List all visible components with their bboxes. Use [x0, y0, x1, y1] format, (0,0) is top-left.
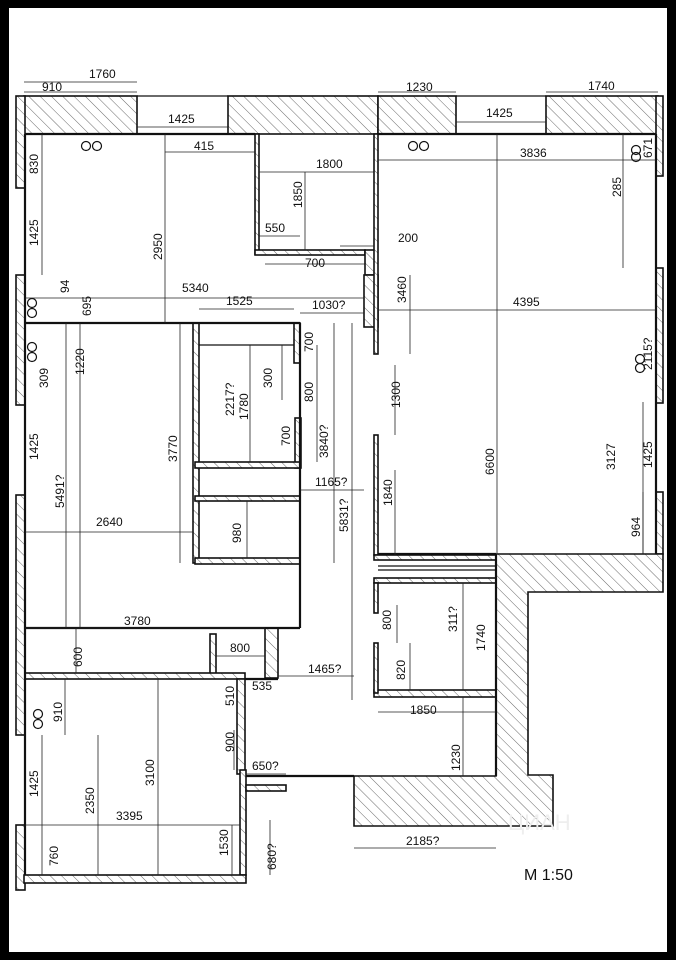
paper	[9, 8, 667, 952]
dim-label: 311?	[446, 606, 460, 632]
dim-label: 3127	[604, 443, 618, 470]
dimension-lines	[24, 81, 658, 875]
dim-label: 820	[394, 660, 408, 680]
dim-label: 1165?	[315, 475, 348, 489]
dim-label: 309	[37, 368, 51, 388]
dim-label: 2350	[83, 787, 97, 814]
dim-label: 900	[223, 732, 237, 752]
dim-label: 4395	[513, 295, 540, 309]
dim-label: 1030?	[312, 298, 346, 312]
dim-label: 910	[42, 80, 62, 94]
dim-label: 2950	[151, 233, 165, 260]
dim-label: 6600	[483, 448, 497, 475]
dim-label: 200	[398, 231, 418, 245]
dim-label: 3460	[395, 276, 409, 303]
dim-label: 1425	[27, 770, 41, 797]
outlet-icon	[26, 341, 38, 363]
dim-label: 3770	[166, 435, 180, 462]
outlet-icon	[407, 140, 430, 152]
dim-label: 1850	[291, 181, 305, 208]
dim-label: 695	[80, 296, 94, 316]
dim-label: 3780	[124, 614, 151, 628]
outlets	[26, 140, 646, 730]
dim-label: 650?	[252, 759, 279, 773]
dim-label: 415	[194, 139, 214, 153]
dim-label: 964	[629, 517, 643, 537]
dim-label: 1840	[381, 479, 395, 506]
dim-label: 700	[279, 426, 293, 446]
dim-label: 2640	[96, 515, 123, 529]
dim-label: 5340	[182, 281, 209, 295]
dim-label: 3100	[143, 759, 157, 786]
dim-label: 2185?	[406, 834, 440, 848]
dim-label: 1525	[226, 294, 253, 308]
dim-label: 1220	[73, 348, 87, 375]
dim-label: 2115?	[641, 337, 655, 370]
dim-label: 910	[51, 702, 65, 722]
dim-label: 600	[71, 647, 85, 667]
dim-label: 300	[261, 368, 275, 388]
dim-label: 94	[58, 279, 72, 293]
dim-label: 1740	[588, 79, 615, 93]
dim-label: 830	[27, 154, 41, 174]
dim-label: 1425	[641, 441, 655, 468]
dim-label: 800	[380, 610, 394, 630]
dim-label: 1425	[27, 433, 41, 460]
dim-label: 680?	[265, 843, 279, 870]
dim-label: 1530	[217, 829, 231, 856]
dim-label: 285	[610, 177, 624, 197]
dim-label: 5491?	[53, 474, 67, 508]
dim-label: 800	[302, 382, 316, 402]
dim-label: 1740	[474, 624, 488, 651]
dim-label: 1465?	[308, 662, 342, 676]
dim-label: 760	[47, 846, 61, 866]
dim-label: 800	[230, 641, 250, 655]
dim-label: 700	[302, 332, 316, 352]
dim-label: 510	[223, 686, 237, 706]
dim-label: 1300	[389, 381, 403, 408]
dim-label: 980	[230, 523, 244, 543]
dim-label: 2217?	[223, 382, 237, 416]
outlet-icon	[80, 140, 103, 152]
dim-label: 3836	[520, 146, 547, 160]
watermark: ЦИАН	[508, 810, 571, 835]
scale-label: M 1:50	[524, 867, 573, 884]
dim-label: 1230	[406, 80, 433, 94]
dim-label: 550	[265, 221, 285, 235]
outlet-icon	[26, 297, 38, 319]
dim-label: 5831?	[337, 498, 351, 532]
dim-label: 1780	[237, 393, 251, 420]
dim-label: 3395	[116, 809, 143, 823]
dim-label: 1760	[89, 67, 116, 81]
dim-label: 1425	[27, 219, 41, 246]
dim-label: 1230	[449, 744, 463, 771]
dim-label: 1425	[486, 106, 513, 120]
dim-label: 535	[252, 679, 272, 693]
outlet-icon	[32, 708, 44, 730]
dim-label: 1800	[316, 157, 343, 171]
outlet-icon	[634, 353, 646, 374]
dim-label: 3840?	[317, 424, 331, 458]
outlet-icon	[630, 144, 642, 163]
dim-label: 1425	[168, 112, 195, 126]
dimension-labels: 910 1760 1230 1740 1425 1425 415 1800 38…	[27, 67, 655, 870]
dim-label: 700	[305, 256, 325, 270]
dim-label: 671	[641, 138, 655, 158]
dim-label: 1850	[410, 703, 437, 717]
